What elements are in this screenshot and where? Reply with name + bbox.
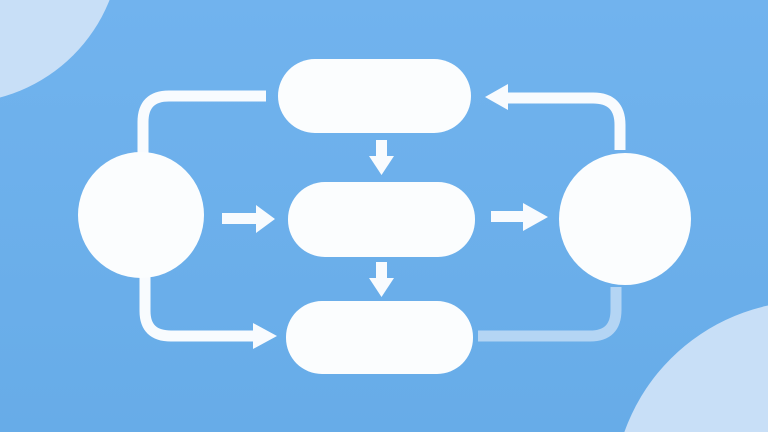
decorative-blob-top-left — [0, 0, 110, 98]
node-pill-top — [278, 59, 471, 133]
arrowhead-down-icon — [369, 156, 394, 175]
edge-top-pill-to-middle-pill — [369, 140, 394, 175]
arrowhead-left-icon — [485, 84, 508, 110]
edge-bottom-pill-to-right-circle-faded — [478, 287, 622, 342]
edge-right-circle-to-top-pill — [485, 84, 626, 150]
edge-left-circle-to-bottom-pill — [139, 276, 277, 349]
edge-left-circle-to-top-pill — [137, 90, 266, 153]
decorative-blob-bottom-right — [624, 305, 768, 432]
edge-line — [508, 92, 626, 150]
arrow-shaft — [376, 262, 387, 280]
node-pill-middle — [288, 182, 475, 257]
node-circle-left — [78, 152, 204, 278]
edge-middle-pill-to-bottom-pill — [369, 262, 394, 297]
edge-line — [139, 276, 253, 342]
arrowhead-down-icon — [369, 278, 394, 297]
node-pill-bottom — [286, 301, 473, 374]
node-circle-right — [559, 153, 691, 285]
edge-left-circle-to-middle-pill — [222, 205, 275, 233]
arrow-shaft — [491, 211, 525, 222]
arrowhead-right-icon — [253, 323, 277, 349]
arrowhead-right-icon — [523, 203, 548, 231]
arrowhead-right-icon — [256, 205, 275, 233]
arrow-shaft — [222, 213, 257, 224]
arrow-shaft — [376, 140, 387, 158]
edge-middle-pill-to-right-circle — [491, 203, 548, 231]
